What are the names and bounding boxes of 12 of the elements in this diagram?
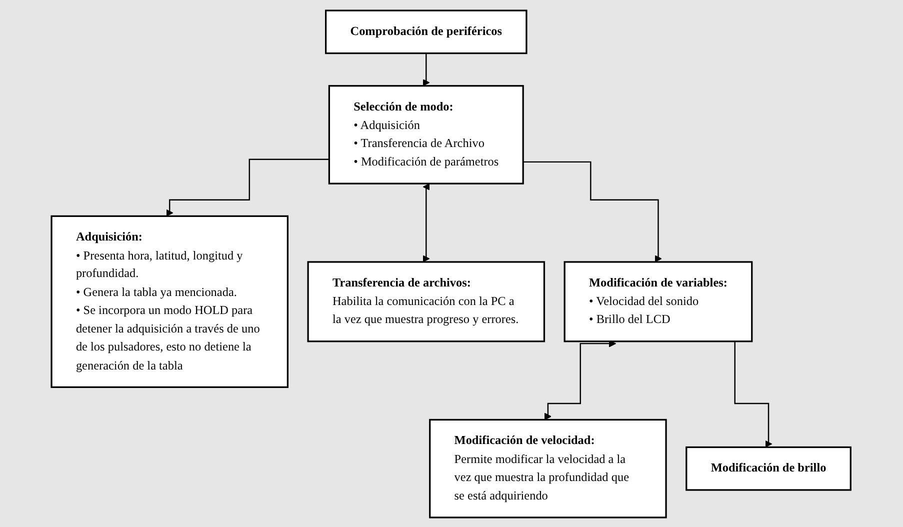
node-box: Modificación de brillo <box>686 446 852 490</box>
arrow <box>166 158 330 216</box>
node-box: Transferencia de archivos: Habilita la comunicación con la PC a la vez que muestra progreso y errores. <box>308 260 546 342</box>
node-box: Selección de modo: • Adquisición • Transferencia de Archivo • Modificación de parámetros <box>328 84 524 184</box>
node-box: Modificación de velocidad: Permite modificar la velocidad a la vez que muestra la profundidad que se está adquiriendo <box>429 418 668 518</box>
arrow <box>422 52 430 86</box>
arrow <box>422 183 430 262</box>
node-box: Modificación de variables: • Velocidad del sonido • Brillo del LCD <box>564 260 754 342</box>
node-box: Adquisición: • Presenta hora, latitud, longitud y profundidad. • Genera la tabla ya mencionada. • Se incorpora un modo HOLD para detener la adquisición a través de uno de los pulsadores, esto no detiene la generación de la tabla <box>51 214 289 388</box>
arrow <box>544 339 616 420</box>
arrow <box>524 160 662 262</box>
node-box: Comprobación de periféricos <box>325 9 528 54</box>
